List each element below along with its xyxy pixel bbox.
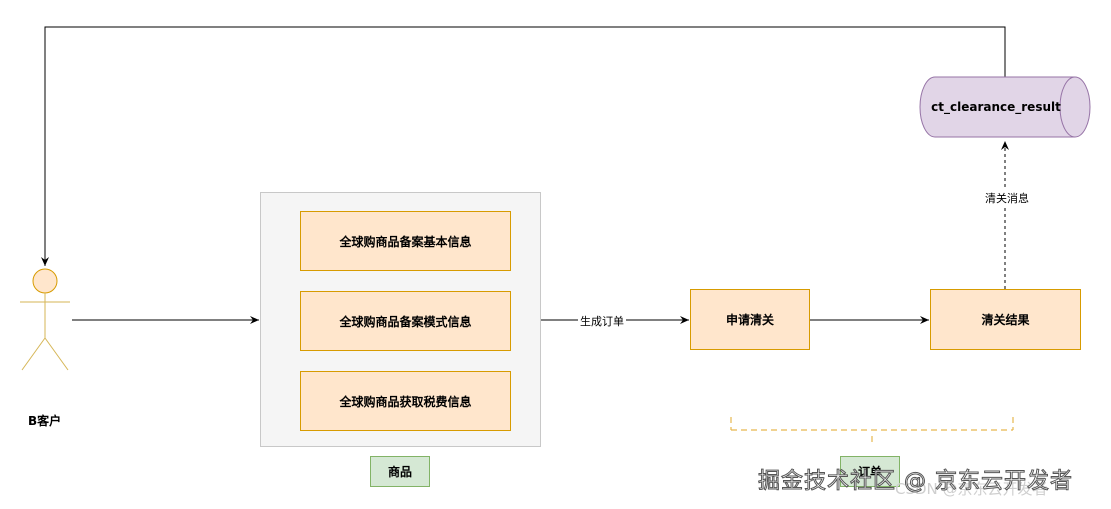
node-apply-clearance-label: 申请清关 <box>725 313 774 327</box>
watermark-juejin: 掘金技术社区 @ 京东云开发者 <box>758 469 1073 495</box>
node-order-group-label-text: 订单 <box>857 465 882 479</box>
goods-item-mode-info-label: 全球购商品备案模式信息 <box>339 314 472 329</box>
edge-label-clearance-message: 清关消息 <box>983 190 1031 206</box>
actor-figure <box>20 268 70 371</box>
feedback-edge <box>41 26 1006 266</box>
db-cylinder-label[interactable]: ct_clearance_result <box>931 100 1061 114</box>
goods-group-label-text: 商品 <box>387 465 412 479</box>
node-clearance-result-label: 清关结果 <box>981 313 1030 327</box>
watermark-csdn: CSDN @京东云开发者 <box>895 480 1048 498</box>
goods-item-basic-info-label: 全球购商品备案基本信息 <box>339 234 472 249</box>
goods-group-label[interactable]: 商品 <box>370 456 430 487</box>
goods-item-mode-info[interactable]: 全球购商品备案模式信息 <box>300 291 511 351</box>
dashed-group-bracket <box>730 417 1014 444</box>
node-apply-clearance[interactable]: 申请清关 <box>690 289 810 350</box>
db-cylinder-shape <box>919 76 1091 138</box>
goods-item-tax-info-label: 全球购商品获取税费信息 <box>339 394 472 409</box>
node-order-group-label[interactable]: 订单 <box>840 456 900 487</box>
goods-item-tax-info[interactable]: 全球购商品获取税费信息 <box>300 371 511 431</box>
goods-item-basic-info[interactable]: 全球购商品备案基本信息 <box>300 211 511 271</box>
edge-label-generate-order: 生成订单 <box>578 313 626 329</box>
node-clearance-result[interactable]: 清关结果 <box>930 289 1081 350</box>
actor-label: B客户 <box>28 414 62 428</box>
